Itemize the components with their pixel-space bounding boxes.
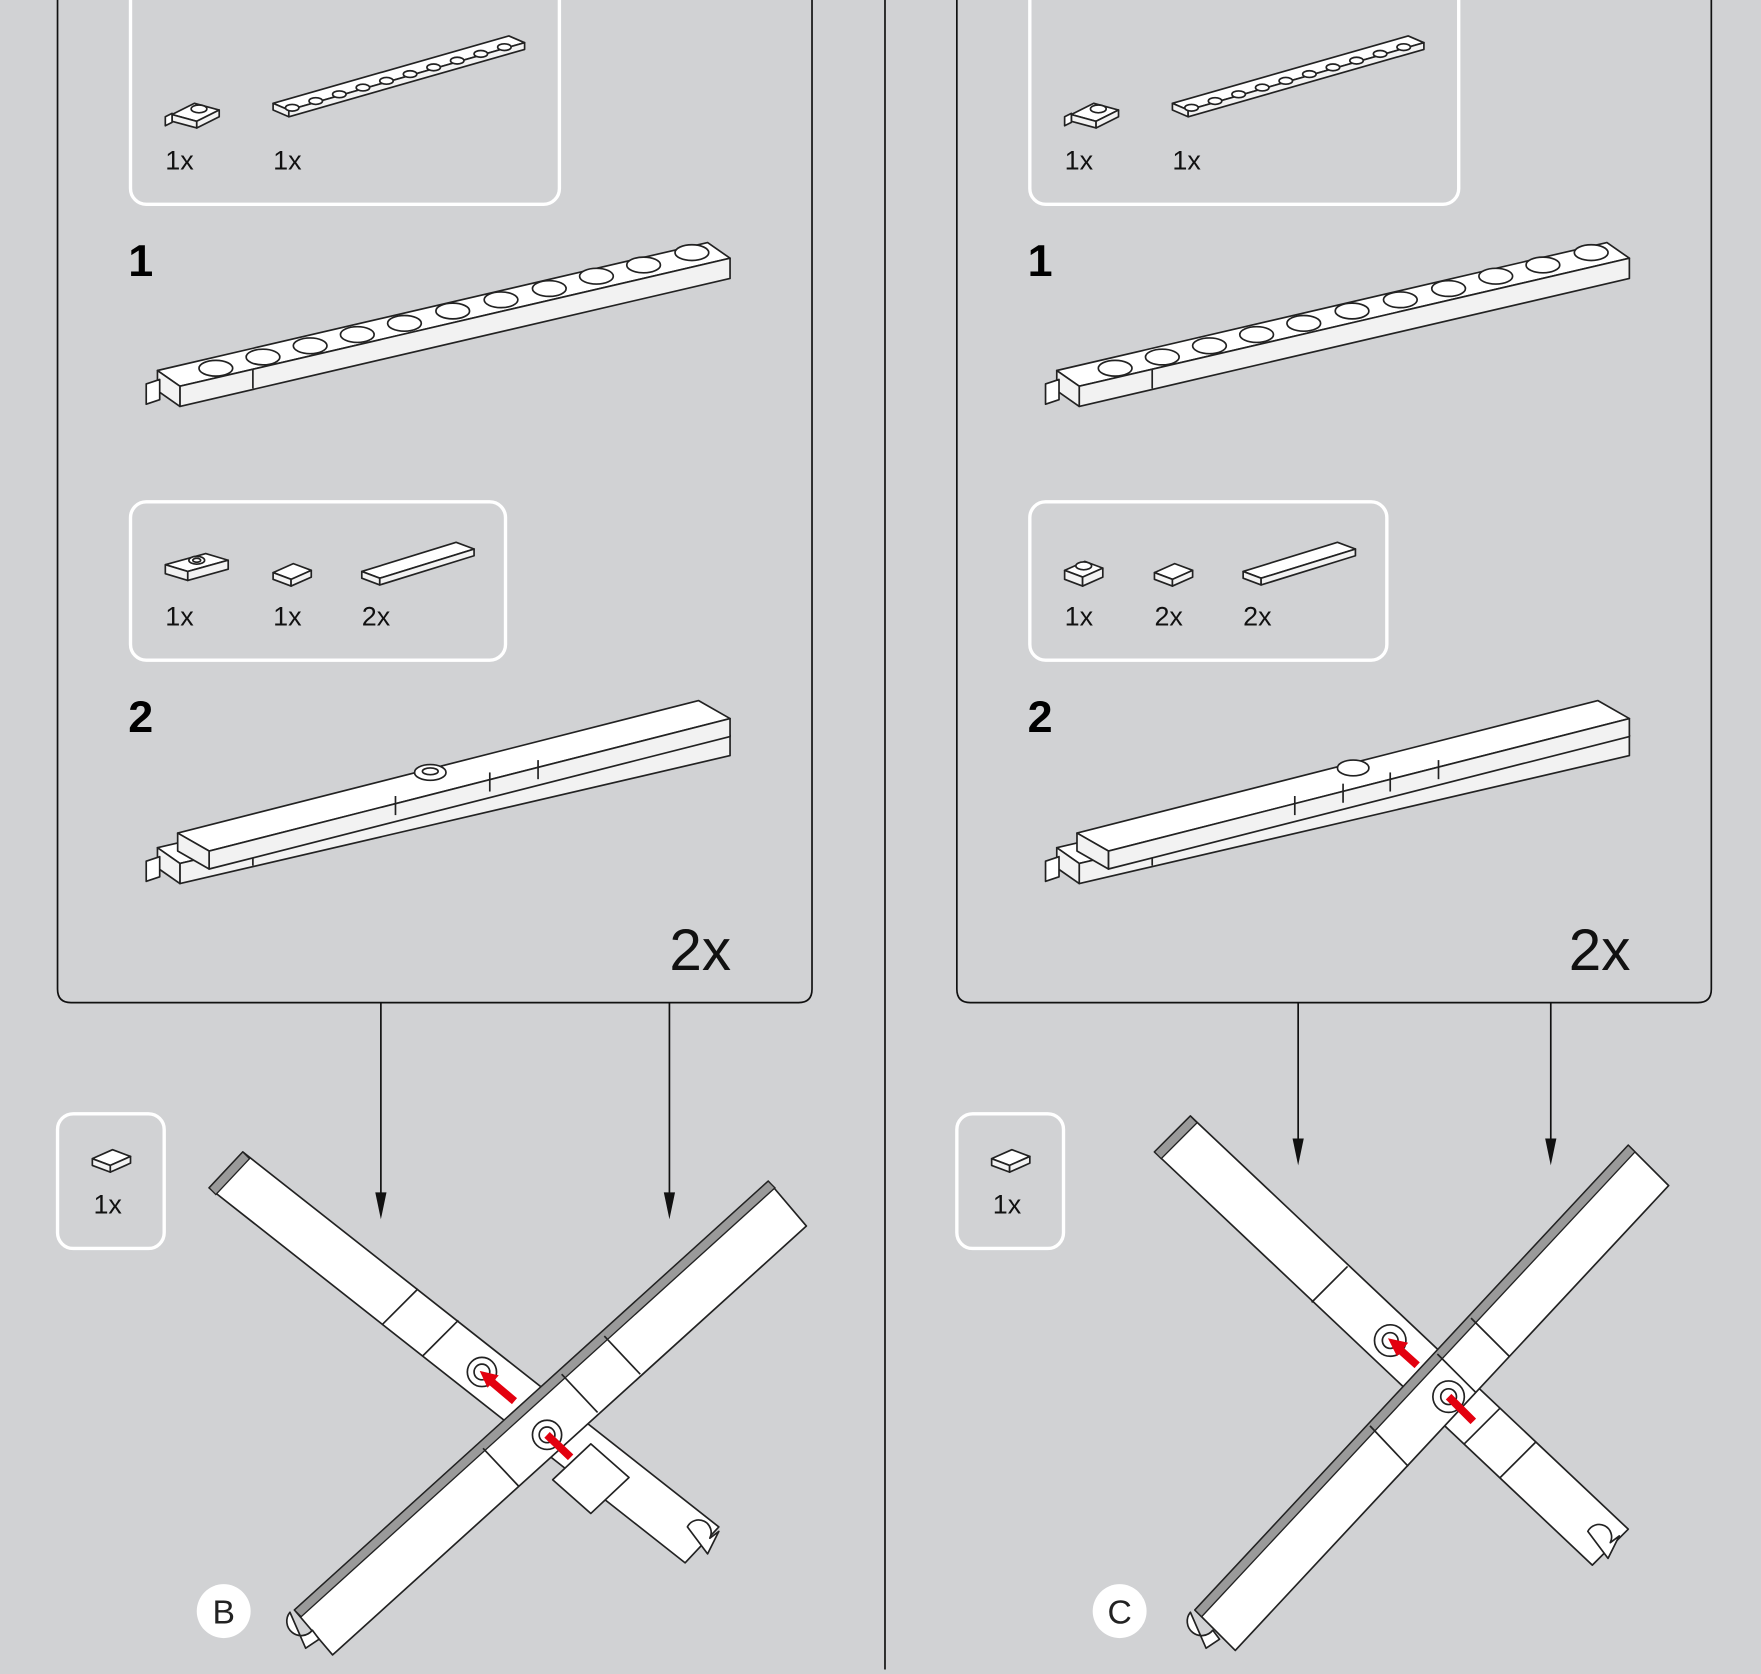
submodel-label-badge xyxy=(196,1584,251,1639)
parts-list-box xyxy=(128,0,562,207)
step-number: 2 xyxy=(1028,691,1053,742)
part-tile-1x4 xyxy=(360,541,475,586)
part-qty: 1x xyxy=(165,146,194,176)
part-plate-1x10 xyxy=(272,35,526,118)
part-plate-1x10 xyxy=(1171,35,1425,118)
submodel-label: C xyxy=(1107,1594,1131,1631)
part-tile-1x4 xyxy=(1242,541,1357,586)
part-round-plate xyxy=(1063,560,1104,587)
part-clip-plate xyxy=(164,102,221,129)
red-arrow-head xyxy=(479,1370,499,1388)
column-c: 1x 1x 1 1x 2x 2x 2 2x xyxy=(955,0,1713,1652)
submodel-label: B xyxy=(212,1594,234,1631)
red-arrow xyxy=(544,1432,574,1461)
parts-list-box xyxy=(55,1112,166,1251)
arrow-head xyxy=(1545,1138,1557,1166)
step-2-model xyxy=(145,699,731,885)
parts-list-box xyxy=(1028,0,1461,207)
part-clip-plate xyxy=(1063,102,1120,129)
step-2-model xyxy=(1044,699,1631,885)
step-number: 1 xyxy=(1028,235,1053,286)
arrow-head xyxy=(1292,1138,1304,1166)
part-qty: 1x xyxy=(993,1190,1022,1220)
plate10-studs xyxy=(1183,42,1412,112)
step-number: 2 xyxy=(128,691,153,742)
part-tile-1x1 xyxy=(91,1148,132,1173)
part-qty: 2x xyxy=(1243,601,1272,631)
arrow-head xyxy=(663,1192,676,1220)
part-qty: 2x xyxy=(362,601,391,631)
part-qty: 1x xyxy=(1172,146,1201,176)
plate10-studs xyxy=(284,42,512,112)
part-qty: 1x xyxy=(273,601,302,631)
step-1-model xyxy=(1044,241,1631,408)
final-cross-assembly xyxy=(1153,1115,1670,1652)
part-qty: 1x xyxy=(1065,601,1094,631)
part-qty: 1x xyxy=(165,601,194,631)
multiplier: 2x xyxy=(669,918,731,983)
subassembly-panel xyxy=(956,0,1713,1004)
parts-list-box xyxy=(955,1112,1066,1251)
red-arrow xyxy=(1445,1393,1477,1425)
red-arrow-head xyxy=(1387,1338,1409,1357)
part-qty: 2x xyxy=(1154,601,1183,631)
part-qty: 1x xyxy=(273,146,302,176)
subassembly-panel xyxy=(56,0,813,1004)
part-qty: 1x xyxy=(1065,146,1094,176)
part-tile-1x1 xyxy=(990,1148,1031,1173)
parts-list-box xyxy=(1028,500,1389,662)
step-1-model xyxy=(145,241,731,408)
final-cross-assembly xyxy=(208,1150,808,1656)
submodel-label-badge xyxy=(1092,1584,1147,1639)
part-jumper-plate xyxy=(164,552,230,582)
parts-list-box xyxy=(128,500,508,662)
part-tile-1x1 xyxy=(1153,562,1194,587)
arrow-head xyxy=(375,1192,387,1220)
step-number: 1 xyxy=(128,235,153,286)
column-b: 1x 1x 1 1x 1x 2x 2 2x xyxy=(55,0,813,1656)
multiplier: 2x xyxy=(1569,918,1631,983)
part-qty: 1x xyxy=(93,1190,122,1220)
part-tile-1x1 xyxy=(272,562,313,587)
